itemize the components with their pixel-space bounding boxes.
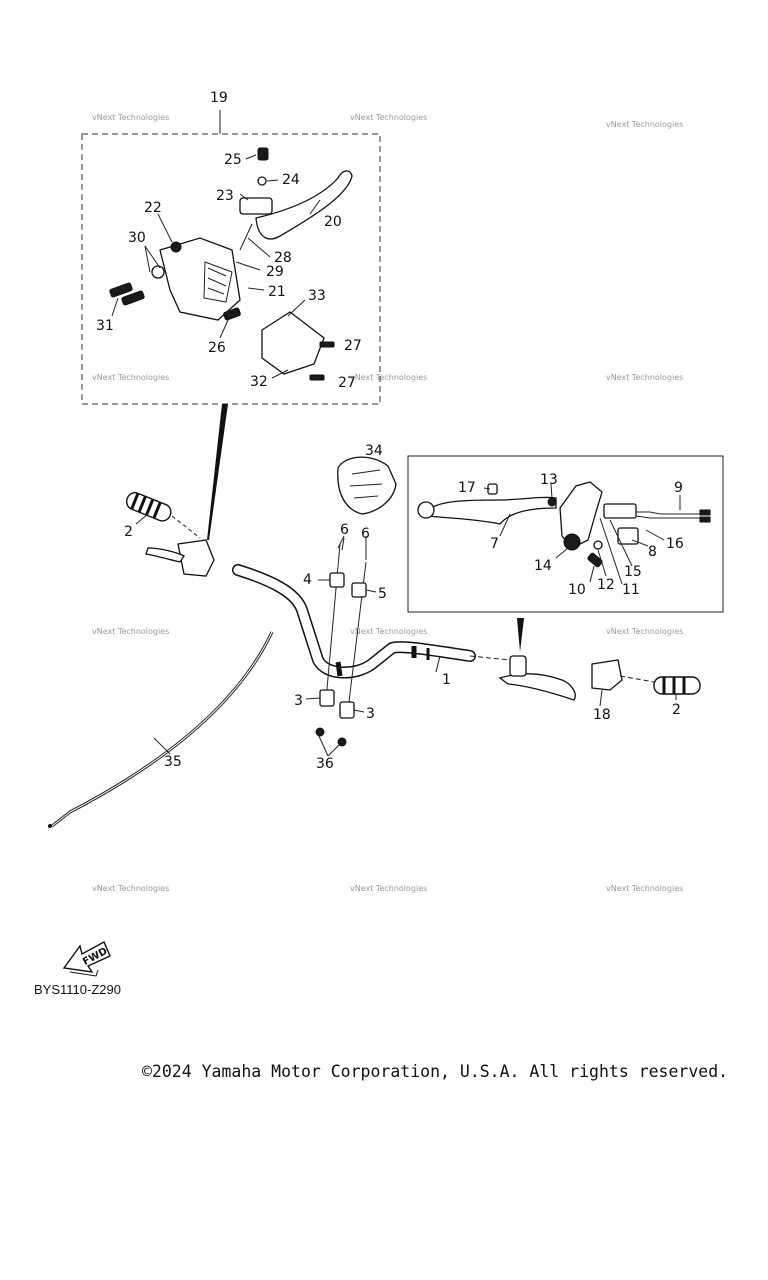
brake-master-assembly [177,539,215,577]
callout-31: 31 [96,318,114,334]
callout-19: 19 [210,90,228,106]
callout-13: 13 [540,472,558,488]
watermark: vNext Technologies [350,373,427,382]
master-cylinder [159,237,241,321]
callout-10: 10 [568,582,586,598]
leader-lines-right [483,483,681,585]
collar-24 [257,176,267,186]
callout-14: 14 [534,558,552,574]
watermark: vNext Technologies [350,113,427,122]
callout-4: 4 [303,572,312,588]
callout-33: 33 [308,288,326,304]
callout-35: 35 [164,754,182,770]
callout-9: 9 [674,480,683,496]
callout-6: 6 [340,522,349,538]
callout-32: 32 [250,374,268,390]
pointer-left [207,404,228,540]
callouts-left-box: 19 25 24 23 20 22 30 28 29 21 33 31 26 2… [96,90,362,391]
washer-30 [151,265,165,279]
callout-8: 8 [648,544,657,560]
diagram-code: BYS1110-Z290 [34,982,121,997]
callout-2b: 2 [672,702,681,718]
bolt-25 [257,147,269,161]
callout-20: 20 [324,214,342,230]
grip-right [653,676,701,695]
callout-3: 3 [294,693,303,709]
callout-6b: 6 [361,526,370,542]
callout-26: 26 [208,340,226,356]
front-brake-lever [255,170,353,240]
nut-22 [170,241,182,253]
callout-21: 21 [268,284,286,300]
watermark: vNext Technologies [92,884,169,893]
watermark: vNext Technologies [606,627,683,636]
detail-box-right [407,455,724,613]
lever-holder [239,197,273,215]
callout-3b: 3 [366,706,375,722]
callout-24: 24 [282,172,300,188]
callout-1: 1 [442,672,451,688]
callout-11: 11 [622,582,640,598]
throttle-switch [591,659,623,691]
pointer-right [517,618,524,652]
watermark: vNext Technologies [92,627,169,636]
callout-23: 23 [216,188,234,204]
callout-7: 7 [490,536,499,552]
callouts-main: 34 2 6 6 4 5 1 3 3 36 35 18 2 [124,443,681,772]
watermarks: vNext Technologies vNext Technologies vN… [92,113,683,893]
callout-12: 12 [597,577,615,593]
watermark: vNext Technologies [606,373,683,382]
screw-27 [319,341,335,348]
detail-box-left [81,133,381,405]
screw-27 [309,374,325,381]
throttle-cable [51,631,274,828]
bolt-26 [223,307,241,321]
callout-15: 15 [624,564,642,580]
clutch-lever-assembly [498,673,576,701]
fwd-arrow-icon: FWD [62,941,111,977]
callout-2: 2 [124,524,133,540]
clutch-lever [427,496,557,525]
callout-36: 36 [316,756,334,772]
watermark: vNext Technologies [92,373,169,382]
handlebar-pad [337,456,397,515]
callout-34: 34 [365,443,383,459]
pivot-14 [563,533,581,551]
callout-27b: 27 [338,375,356,391]
leader-lines-main [135,513,677,757]
callouts-right-box: 17 13 9 7 14 16 8 10 12 11 15 [458,472,684,598]
watermark: vNext Technologies [92,113,169,122]
watermark: vNext Technologies [350,627,427,636]
callout-25: 25 [224,152,242,168]
callout-30: 30 [128,230,146,246]
callout-27: 27 [344,338,362,354]
watermark: vNext Technologies [606,884,683,893]
callout-28: 28 [274,250,292,266]
leader-lines-left [111,154,321,379]
handlebar-holders [315,535,367,747]
grip-left [125,492,172,522]
bolt-31 [121,290,145,306]
copyright-notice: ©2024 Yamaha Motor Corporation, U.S.A. A… [142,1062,729,1081]
callout-5: 5 [378,586,387,602]
callout-17: 17 [458,480,476,496]
switch-15 [603,503,637,519]
callout-29: 29 [266,264,284,280]
watermark: vNext Technologies [606,120,683,129]
collar-12 [593,540,603,550]
watermark: vNext Technologies [350,884,427,893]
nut-13 [547,497,557,507]
callout-18: 18 [593,707,611,723]
callout-22: 22 [144,200,162,216]
reservoir-cover [261,311,325,375]
callout-16: 16 [666,536,684,552]
bolt-31 [109,282,133,298]
bolt-10 [587,552,603,568]
